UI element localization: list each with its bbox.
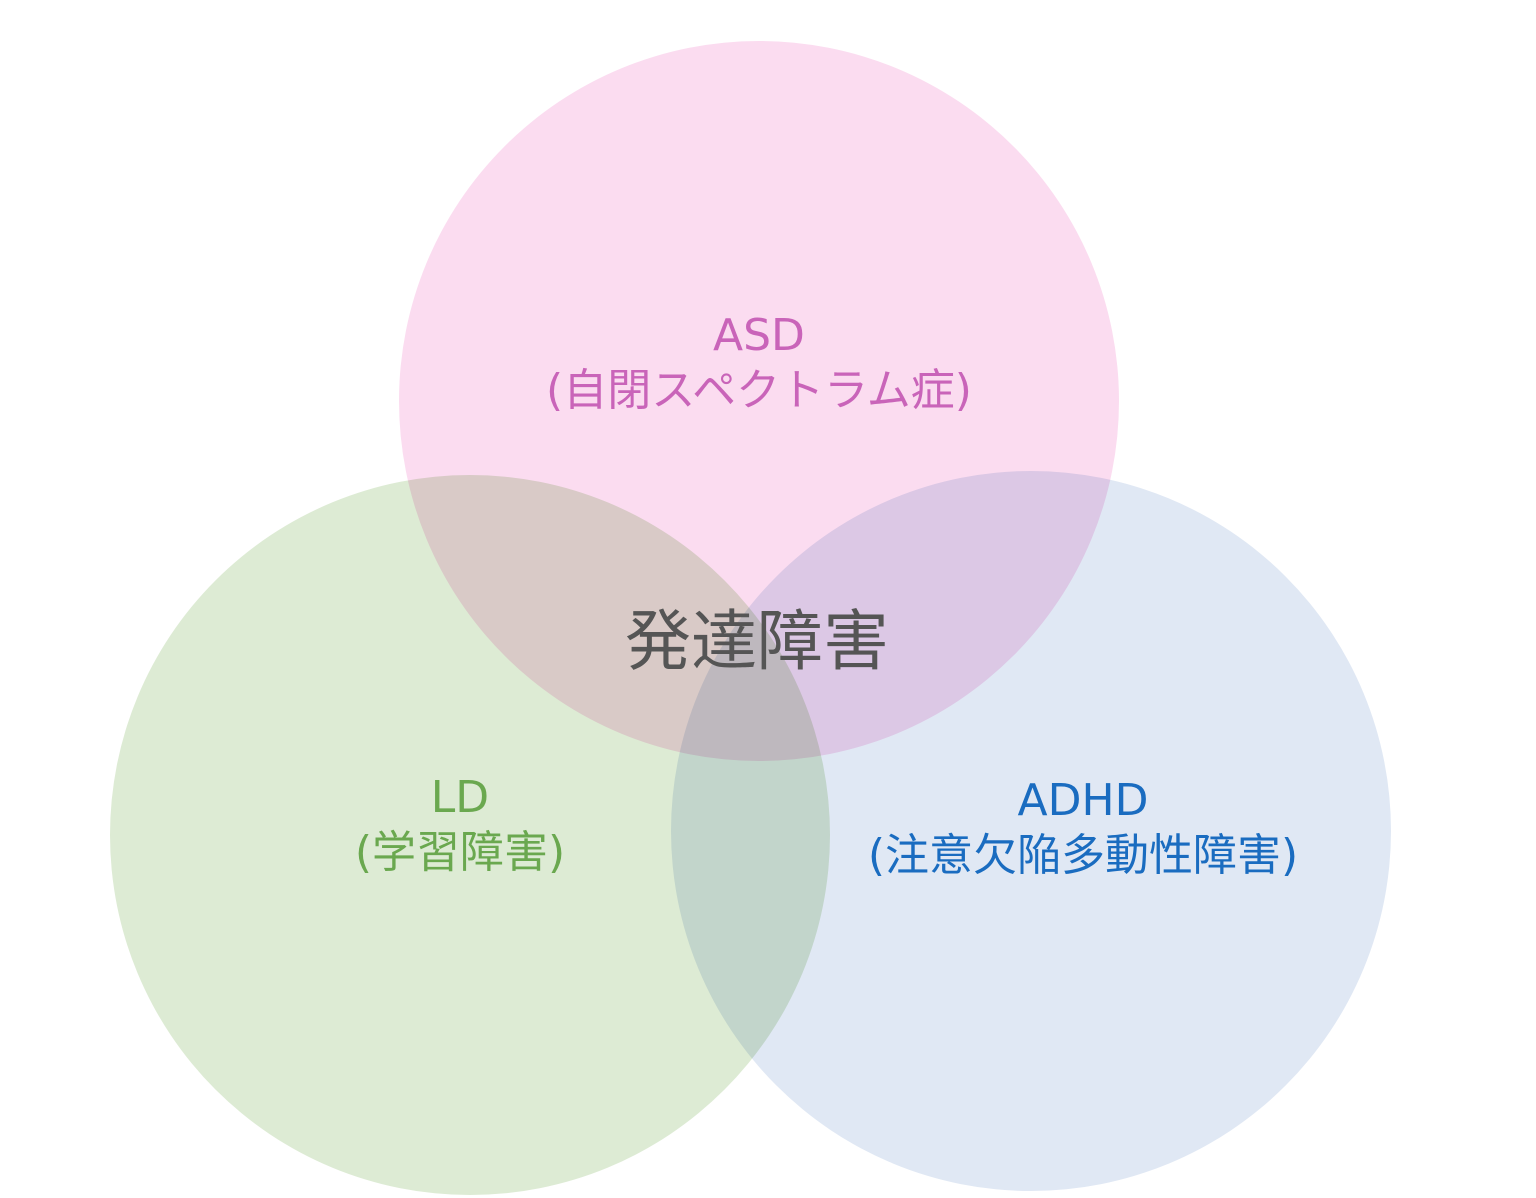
ld-name: LD	[430, 772, 490, 823]
ld-subtitle: (学習障害)	[354, 827, 566, 878]
asd-label: ASD (自閉スペクトラム症)	[546, 308, 972, 418]
center-title: 発達障害	[625, 603, 889, 680]
adhd-label: ADHD (注意欠陥多動性障害)	[868, 773, 1298, 883]
ld-circle	[110, 475, 830, 1195]
asd-name: ASD	[713, 310, 805, 361]
asd-subtitle: (自閉スペクトラム症)	[546, 365, 972, 416]
ld-label: LD (学習障害)	[355, 770, 565, 880]
adhd-circle	[671, 471, 1391, 1191]
adhd-name: ADHD	[1017, 775, 1149, 826]
adhd-subtitle: (注意欠陥多動性障害)	[867, 830, 1299, 881]
